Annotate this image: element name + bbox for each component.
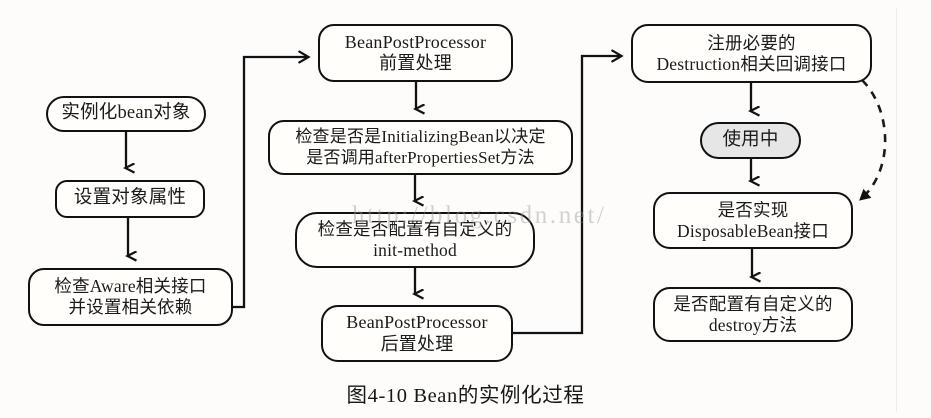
- edge-aware-to-bpp-before: [233, 57, 308, 309]
- node-label: 使用中: [722, 129, 779, 150]
- node-label: 设置对象属性: [73, 188, 187, 209]
- node-instantiate-bean[interactable]: 实例化bean对象: [46, 96, 206, 132]
- node-in-use[interactable]: 使用中: [700, 122, 801, 159]
- figure-caption: 图4-10 Bean的实例化过程: [346, 385, 585, 407]
- node-label: 是否实现 DisposableBean接口: [677, 199, 829, 241]
- node-aware-interfaces[interactable]: 检查Aware相关接口 并设置相关依赖: [28, 268, 233, 326]
- node-label: BeanPostProcessor 前置处理: [344, 31, 487, 73]
- node-destroy-method-check[interactable]: 是否配置有自定义的 destroy方法: [653, 287, 853, 342]
- node-init-method-check[interactable]: 检查是否配置有自定义的 init-method: [295, 212, 535, 268]
- node-label: 检查Aware相关接口 并设置相关依赖: [54, 276, 207, 317]
- node-label: 检查是否是InitializingBean以决定 是否调用afterProper…: [295, 127, 546, 167]
- node-initializingbean-check[interactable]: 检查是否是InitializingBean以决定 是否调用afterProper…: [268, 120, 573, 175]
- node-label: 检查是否配置有自定义的 init-method: [317, 219, 513, 260]
- node-label: 实例化bean对象: [61, 103, 191, 124]
- edge-register-to-disposable-dashed: [859, 79, 887, 201]
- node-populate-properties[interactable]: 设置对象属性: [55, 180, 205, 218]
- edge-bpp-after-to-register: [513, 56, 621, 335]
- node-label: BeanPostProcessor 后置处理: [346, 312, 488, 354]
- node-label: 注册必要的 Destruction相关回调接口: [656, 32, 847, 74]
- node-disposablebean-check[interactable]: 是否实现 DisposableBean接口: [653, 192, 853, 249]
- page-edge-line: [896, 8, 897, 412]
- node-beanpostprocessor-before[interactable]: BeanPostProcessor 前置处理: [318, 24, 513, 82]
- node-register-destruction-callbacks[interactable]: 注册必要的 Destruction相关回调接口: [631, 24, 872, 83]
- node-beanpostprocessor-after[interactable]: BeanPostProcessor 后置处理: [321, 305, 513, 362]
- node-label: 是否配置有自定义的 destroy方法: [673, 293, 833, 335]
